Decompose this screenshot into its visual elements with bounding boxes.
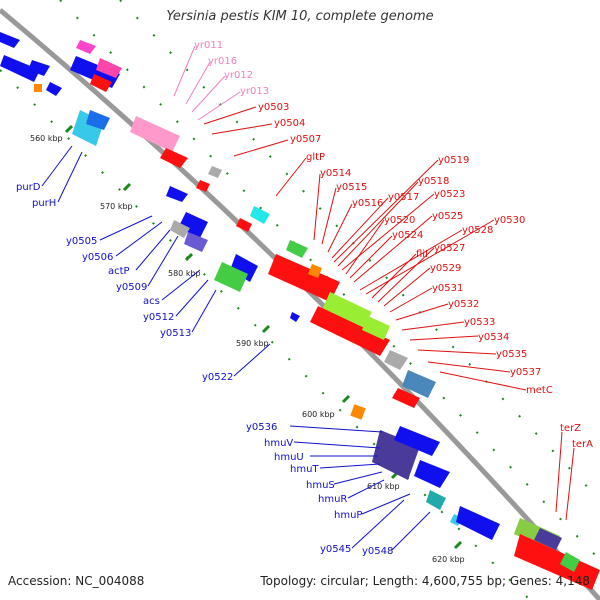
- gene-label: y0527: [434, 243, 465, 254]
- gene-label: y0518: [418, 176, 449, 187]
- gene-label: yr013: [240, 86, 269, 97]
- gene-label: y0507: [290, 134, 321, 145]
- tick-label: 610 kbp: [367, 482, 400, 491]
- gene-label: y0504: [274, 118, 305, 129]
- gene-label: y0525: [432, 211, 463, 222]
- gene-label: y0506: [82, 252, 113, 263]
- gene-label: gltP: [306, 152, 325, 163]
- reverse-gene-labels: y0503 y0504 y0507 gltP y0514 y0515 y0516…: [258, 102, 593, 450]
- rna-gene-labels: yr011 yr016 yr012 yr013: [194, 40, 269, 97]
- gene-label: y0515: [336, 182, 367, 193]
- reverse-strand-genes: [70, 40, 600, 590]
- gene-label: y0523: [434, 189, 465, 200]
- gene-label: y0514: [320, 168, 351, 179]
- gene-label: y0548: [362, 546, 393, 557]
- gene-label: y0529: [430, 263, 461, 274]
- tick-label: 600 kbp: [302, 410, 335, 419]
- gene-label: y0535: [496, 349, 527, 360]
- gene-label: y0503: [258, 102, 289, 113]
- accession-text: Accession: NC_004088: [8, 574, 145, 588]
- tick-label: 560 kbp: [30, 134, 63, 143]
- gene-label: y0519: [438, 155, 469, 166]
- gene-label: hmuR: [318, 494, 347, 505]
- topology-text: Topology: circular; Length: 4,600,755 bp…: [260, 574, 590, 588]
- gene-label: y0520: [384, 215, 415, 226]
- gene-label: y0505: [66, 236, 97, 247]
- gene-label: y0517: [388, 192, 419, 203]
- scale-ticks: [64, 124, 463, 550]
- gene-label: y0509: [116, 282, 147, 293]
- map-title: Yersinia pestis KIM 10, complete genome: [166, 9, 434, 24]
- gene-label: metC: [526, 385, 553, 396]
- gene-label: y0533: [464, 317, 495, 328]
- gene-label: y0532: [448, 299, 479, 310]
- forward-gene-labels: purD purH y0505 y0506 actP y0509 acs y05…: [16, 182, 393, 557]
- gene-label: y0512: [143, 312, 174, 323]
- gene-label: hmuS: [306, 480, 335, 491]
- tick-label: 570 kbp: [100, 202, 133, 211]
- tick-label: 620 kbp: [432, 555, 465, 564]
- gene-label: purD: [16, 182, 41, 193]
- genome-backbone: [0, 8, 600, 600]
- gene-label: y0531: [432, 283, 463, 294]
- gene-label: y0536: [246, 422, 277, 433]
- gene-label: purH: [32, 198, 56, 209]
- tick-label: 590 kbp: [236, 339, 269, 348]
- gene-label: actP: [108, 266, 130, 277]
- gene-label: y0545: [320, 544, 351, 555]
- gene-label: yr011: [194, 40, 223, 51]
- gene-label: y0530: [494, 215, 525, 226]
- gene-label: y0513: [160, 328, 191, 339]
- forward-strand-genes: [0, 32, 500, 540]
- gene-label: fliI: [416, 249, 428, 260]
- gene-label: y0534: [478, 332, 509, 343]
- leader-lines-reverse: [203, 106, 575, 521]
- tick-label: 580 kbp: [168, 269, 201, 278]
- gene-label: acs: [143, 296, 160, 307]
- gene-label: terA: [572, 439, 593, 450]
- leader-lines-forward: [41, 145, 431, 551]
- gene-label: yr012: [224, 70, 253, 81]
- gene-label: hmuP: [334, 510, 362, 521]
- gene-label: yr016: [208, 56, 237, 67]
- leader-lines-rna: [173, 45, 241, 121]
- scale-tick-labels: 560 kbp 570 kbp 580 kbp 590 kbp 600 kbp …: [30, 134, 465, 564]
- gene-label: hmuU: [274, 452, 304, 463]
- gene-label: hmuT: [290, 464, 319, 475]
- gene-label: y0516: [352, 198, 383, 209]
- gene-label: y0537: [510, 367, 541, 378]
- gene-label: y0522: [202, 372, 233, 383]
- gene-label: y0528: [462, 225, 493, 236]
- gene-label: y0524: [392, 230, 423, 241]
- gene-label: terZ: [560, 423, 581, 434]
- gene-label: hmuV: [264, 438, 293, 449]
